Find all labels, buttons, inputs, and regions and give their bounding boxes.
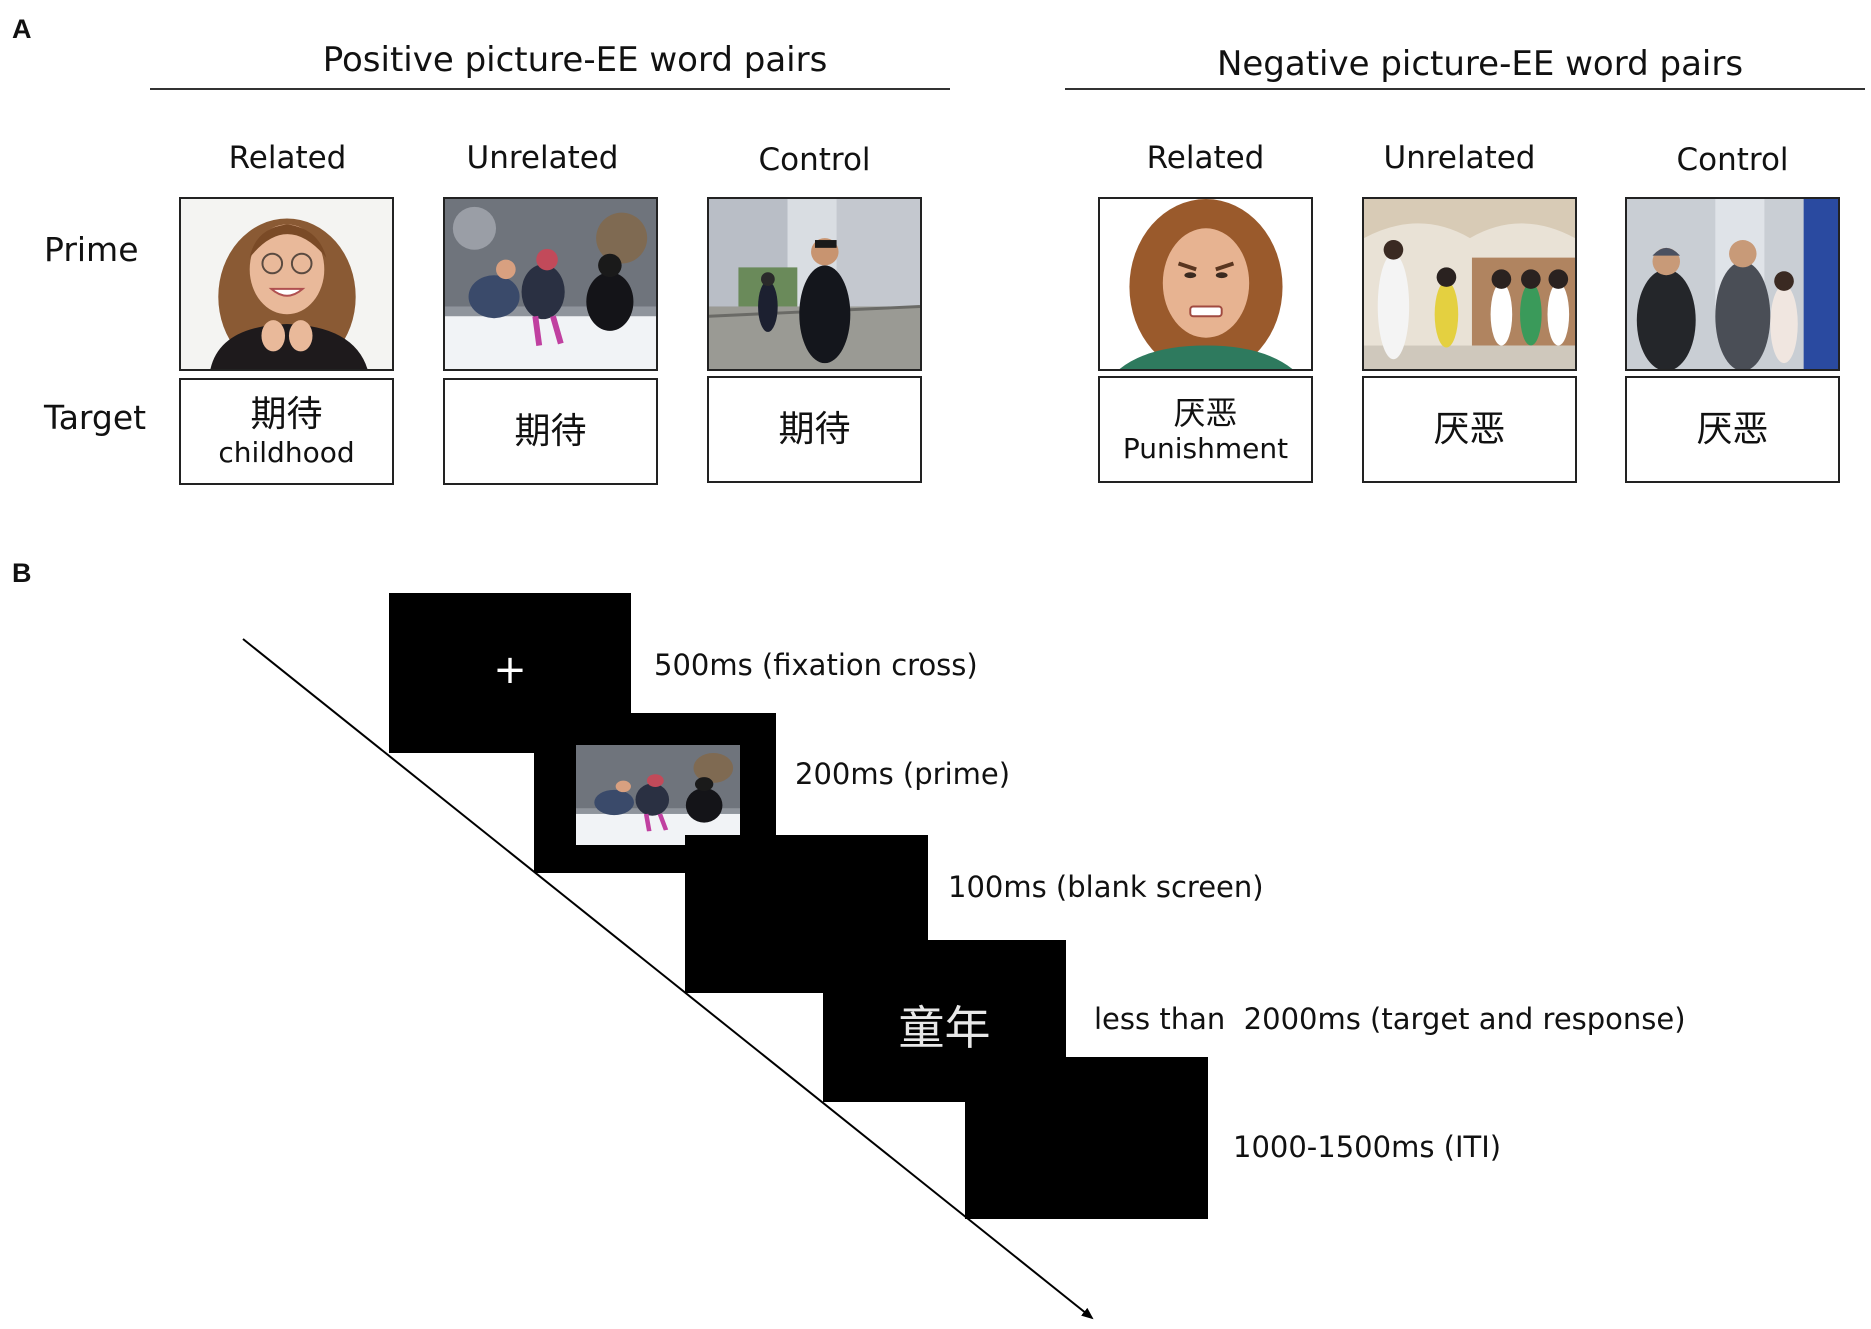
target-word-chinese: 期待 (778, 408, 851, 450)
prime-duration-label: 200ms (prime) (795, 757, 1011, 791)
target-word-english: Punishment (1122, 431, 1289, 465)
target-word-chinese: 厌恶 (1173, 393, 1238, 432)
fixation-cross: + (493, 647, 527, 693)
positive-control-label: Control (758, 142, 871, 178)
negative-related-target-box: 厌恶 Punishment (1098, 376, 1313, 483)
negative-group-rule (1065, 88, 1865, 90)
man-walking-phone-photo (707, 197, 922, 371)
positive-related-label: Related (228, 140, 347, 176)
target-word-english: childhood (218, 436, 355, 470)
snowball-fight-photo (443, 197, 658, 371)
negative-group-title: Negative picture-EE word pairs (1216, 44, 1744, 84)
prime-row-label: Prime (44, 230, 139, 269)
target-word-chinese: 期待 (514, 410, 587, 452)
target-word: 童年 (898, 1001, 991, 1055)
positive-group-rule (150, 88, 950, 90)
disgusted-woman-photo (1098, 197, 1313, 371)
iti-duration-label: 1000-1500ms (ITI) (1233, 1130, 1502, 1164)
positive-group-title: Positive picture-EE word pairs (322, 40, 828, 80)
positive-unrelated-target-box: 期待 (443, 378, 658, 485)
smiling-woman-photo (179, 197, 394, 371)
target-word-chinese: 厌恶 (1696, 408, 1769, 450)
target-duration-label: less than 2000ms (target and response) (1094, 1002, 1686, 1036)
positive-related-target-box: 期待 childhood (179, 378, 394, 485)
blank-duration-label: 100ms (blank screen) (948, 870, 1264, 904)
target-word-chinese: 厌恶 (1433, 408, 1506, 450)
people-with-phones-photo (1625, 197, 1840, 371)
children-standing-photo (1362, 197, 1577, 371)
negative-unrelated-label: Unrelated (1383, 140, 1536, 176)
prime-photo-thumbnail (576, 745, 740, 845)
target-word-chinese: 期待 (250, 394, 323, 436)
positive-unrelated-label: Unrelated (466, 140, 619, 176)
negative-control-target-box: 厌恶 (1625, 376, 1840, 483)
panel-a-letter: A (12, 14, 32, 44)
target-row-label: Target (44, 398, 147, 437)
fixation-duration-label: 500ms (fixation cross) (654, 648, 978, 682)
negative-related-label: Related (1146, 140, 1265, 176)
negative-control-label: Control (1676, 142, 1789, 178)
iti-screen (965, 1057, 1208, 1219)
positive-control-target-box: 期待 (707, 376, 922, 483)
panel-b-letter: B (12, 558, 32, 588)
negative-unrelated-target-box: 厌恶 (1362, 376, 1577, 483)
